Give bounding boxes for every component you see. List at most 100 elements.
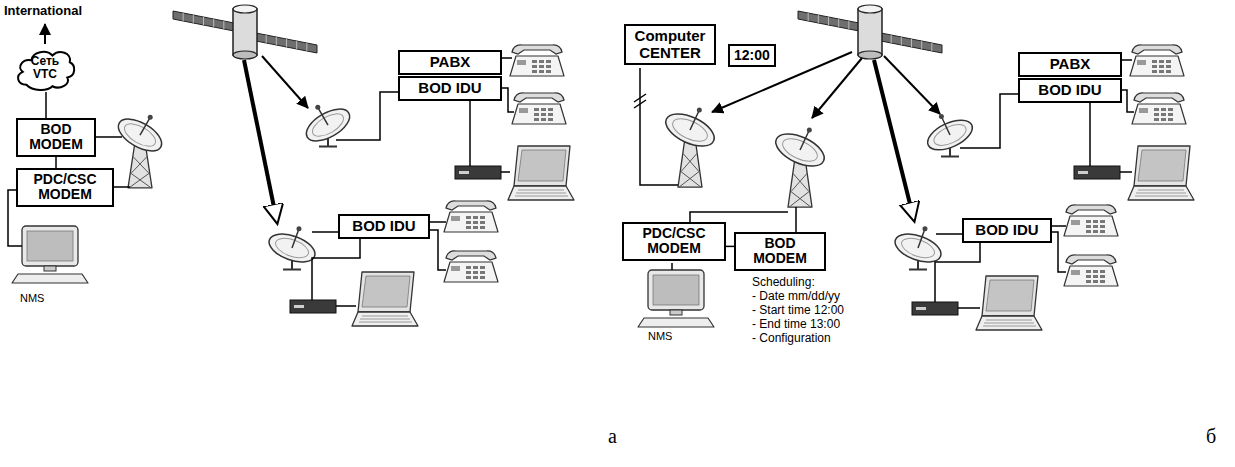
laptop-keys <box>1135 190 1188 196</box>
telephone <box>444 251 498 282</box>
wire <box>1089 103 1091 166</box>
box-label: PDC/CSC MODEM <box>628 226 720 257</box>
satellite-bottom <box>233 51 257 59</box>
laptop-keys <box>515 190 568 196</box>
monitor-stand <box>670 310 682 315</box>
indoor-unit-box: BOD IDU <box>398 76 502 101</box>
panel-grid <box>808 13 809 21</box>
phone-key <box>1161 108 1166 111</box>
phone-base <box>444 212 498 232</box>
satellite <box>173 5 317 59</box>
wire <box>469 101 471 166</box>
phone-key <box>539 70 544 73</box>
wire <box>336 305 356 307</box>
schedule-line: - Start time 12:00 <box>752 304 844 318</box>
phone-key <box>532 65 537 68</box>
connector-line <box>726 246 734 248</box>
laptop-screen <box>362 276 410 307</box>
satellite-dish <box>891 226 944 269</box>
modem-box: BOD MODEM <box>734 232 826 271</box>
phone-key <box>1093 220 1098 223</box>
panel-grid <box>183 13 184 21</box>
box-label: BOD IDU <box>352 218 415 235</box>
satellite-body <box>858 9 882 55</box>
phone-key <box>1152 60 1157 63</box>
phone-key <box>534 108 539 111</box>
laptop-screen <box>1138 150 1186 181</box>
wire <box>671 263 673 270</box>
panel-grid <box>213 19 214 27</box>
wire <box>312 231 338 233</box>
box-label: BOD IDU <box>975 222 1038 239</box>
phone-display <box>451 266 460 271</box>
dish-feed <box>697 107 702 112</box>
phone-key <box>1086 270 1091 273</box>
telephone <box>1130 45 1184 76</box>
wire <box>312 239 360 300</box>
telephone <box>512 93 566 124</box>
unit-case <box>912 302 958 315</box>
panel-grid <box>296 41 297 49</box>
phone-key <box>1159 65 1164 68</box>
phone-key <box>480 271 485 274</box>
dish-reflector <box>265 229 318 268</box>
phone-base <box>1130 56 1184 76</box>
schedule-line: Scheduling: <box>752 276 815 290</box>
phone-key <box>1166 60 1171 63</box>
satellite-body <box>233 9 257 55</box>
phone-key <box>480 221 485 224</box>
monitor-case <box>648 270 704 310</box>
phone-key <box>541 113 546 116</box>
laptop-keys <box>983 320 1036 326</box>
dish-reflector <box>661 107 719 153</box>
solar-panel <box>173 11 234 31</box>
phone-base <box>1064 216 1118 236</box>
panel-letter: а <box>608 425 617 448</box>
signal-arrow <box>262 56 308 108</box>
phone-key <box>546 65 551 68</box>
laptop-lid <box>982 276 1038 316</box>
network-cloud: Сеть VTC <box>14 44 76 92</box>
phone-key <box>1161 113 1166 116</box>
dish-feed <box>939 114 944 119</box>
laptop <box>352 272 418 326</box>
phone-key <box>541 118 546 121</box>
nms-computer <box>12 226 88 283</box>
signal-arrow <box>44 24 46 44</box>
unit-light <box>294 305 304 308</box>
phone-key <box>480 216 485 219</box>
connector-line <box>55 157 57 168</box>
monitor-stand <box>44 266 56 271</box>
wire <box>960 94 1018 148</box>
solar-panel <box>256 33 317 53</box>
phone-handset <box>446 251 496 260</box>
phone-key <box>541 108 546 111</box>
satellite-dish <box>113 113 167 188</box>
laptop-lid <box>358 272 414 312</box>
connector-line <box>45 92 47 118</box>
wire <box>96 136 122 138</box>
phone-key <box>1086 275 1091 278</box>
box-label: BOD MODEM <box>22 122 90 153</box>
modem-box: PDC/CSC MODEM <box>622 222 726 261</box>
panel-grid <box>193 15 194 23</box>
phone-key <box>1168 118 1173 121</box>
solar-panel <box>798 11 859 31</box>
phone-display <box>451 216 460 221</box>
phone-handset <box>514 93 564 102</box>
panel-grid <box>203 17 204 25</box>
cloud-shape <box>18 52 74 90</box>
phone-handset <box>1132 45 1182 54</box>
phone-key <box>1093 230 1098 233</box>
laptop-base <box>1128 186 1194 200</box>
wire <box>1120 171 1132 173</box>
telephone <box>1132 93 1186 124</box>
unit-case <box>1074 166 1120 179</box>
phone-key <box>1154 118 1159 121</box>
dish-feed <box>922 226 927 231</box>
panel-grid <box>286 39 287 47</box>
wire <box>502 88 514 112</box>
phone-key <box>1086 280 1091 283</box>
phone-key <box>480 266 485 269</box>
unit-light <box>916 307 926 310</box>
